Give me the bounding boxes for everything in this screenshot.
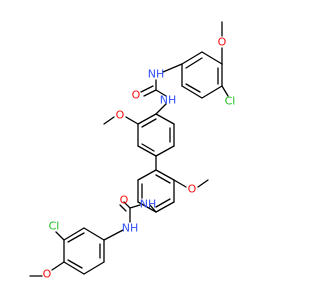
- bond-urea-top-carbonyl-a: [143, 89, 157, 97]
- bond-nh-ring-bottom: [103, 229, 124, 241]
- bond-urea-bottom-carbonyl-a: [123, 201, 131, 209]
- bond-methyl-mid-bottom: [197, 179, 209, 188]
- bond-urea-top-carbonyl-b: [140, 85, 154, 93]
- bond-methoxy-bottom: [51, 261, 65, 271]
- bond-methoxy-mid-bottom: [173, 179, 187, 188]
- molecule-structure: O Cl NH O NH O O NH O NH Cl O: [29, 21, 236, 281]
- atom-nh-bottom-2: NH: [122, 222, 139, 235]
- atom-o-methoxy-mid-top: O: [116, 109, 125, 122]
- ring-middle-upper: [137, 113, 175, 157]
- bond-methoxy-mid-top: [125, 116, 139, 125]
- atom-o-urea-bottom: O: [120, 194, 129, 207]
- atom-o-methoxy-top: O: [218, 36, 227, 49]
- atom-o-urea-top: O: [132, 89, 141, 102]
- bond-urea-bottom-1: [129, 204, 141, 209]
- bond-urea-top-2: [155, 89, 167, 97]
- ring-top-chloromethoxyphenyl: [181, 51, 223, 99]
- bond-urea-bottom-carbonyl-b: [119, 204, 127, 212]
- bond-nh-ring-top: [162, 63, 183, 73]
- atom-nh-top-1: NH: [148, 68, 165, 81]
- bond-nh-ring-mid-top: [155, 103, 167, 115]
- bond-chloro-top: [221, 85, 229, 97]
- atom-nh-bottom-1: NH: [140, 198, 157, 211]
- atom-cl-bottom: Cl: [49, 220, 60, 233]
- atom-o-methoxy-bottom: O: [43, 268, 52, 281]
- atom-nh-top-2: NH: [160, 94, 177, 107]
- atom-o-methoxy-mid-bottom: O: [188, 183, 197, 196]
- ring-bottom-chloromethoxyphenyl: [63, 227, 105, 275]
- ring-middle-lower: [137, 169, 175, 213]
- bond-chloro-bottom: [55, 231, 65, 241]
- bond-nh-ring-mid-bottom: [149, 204, 157, 213]
- bond-methyl-mid-top: [103, 116, 115, 125]
- atom-cl-top: Cl: [225, 95, 236, 108]
